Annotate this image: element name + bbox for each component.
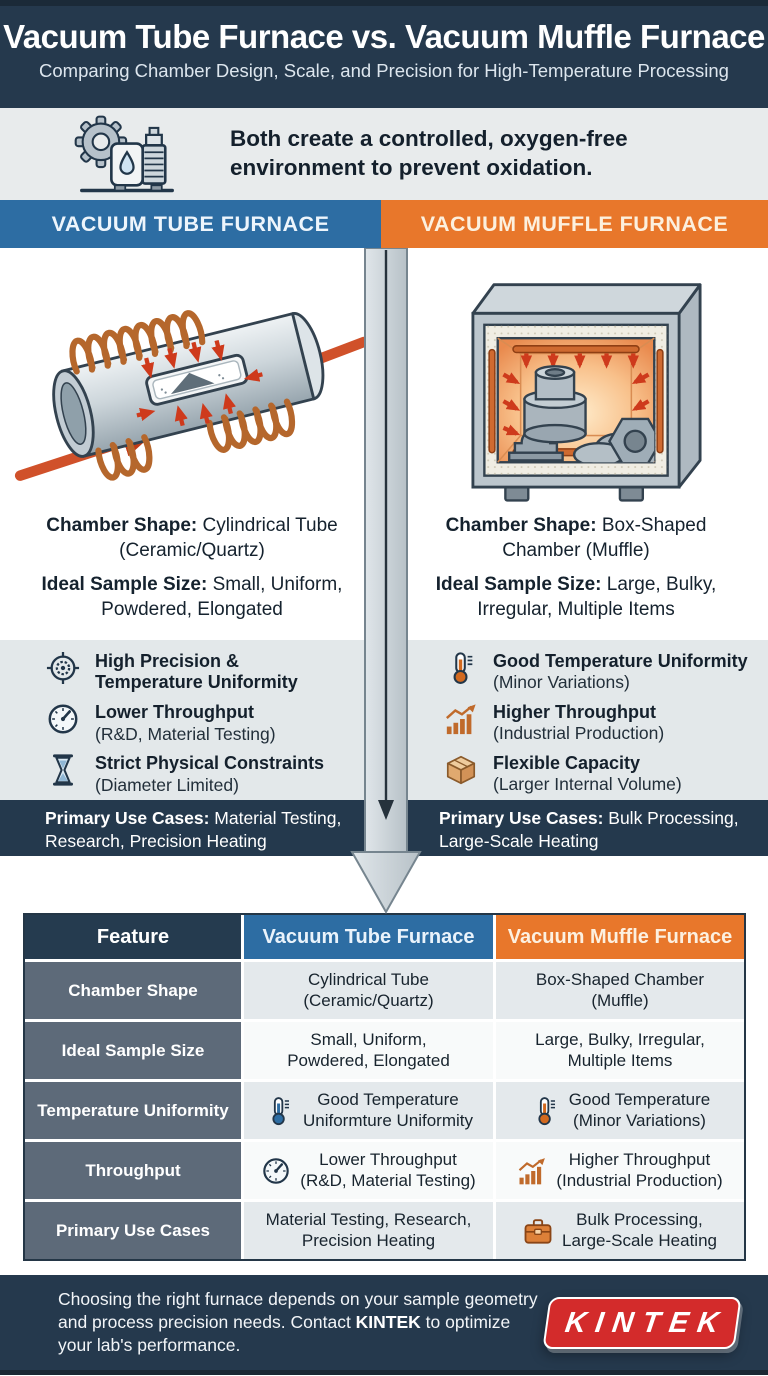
box-icon [444, 753, 478, 787]
intro-band: Both create a controlled, oxygen-free en… [0, 108, 768, 200]
table-cell: Lower Throughput (R&D, Material Testing) [244, 1142, 493, 1199]
thermometer-icon [264, 1096, 294, 1126]
comparison-table: Feature Vacuum Tube Furnace Vacuum Muffl… [23, 913, 746, 1261]
table-row-label: Chamber Shape [25, 962, 241, 1019]
footer: Choosing the right furnace depends on yo… [0, 1275, 768, 1375]
table-header-tube: Vacuum Tube Furnace [244, 915, 493, 959]
intro-text: Both create a controlled, oxygen-free en… [230, 126, 628, 180]
feature-item: Strict Physical Constraints(Diameter Lim… [46, 753, 384, 795]
kintek-logo: KINTEK [542, 1296, 742, 1349]
table-row-label: Throughput [25, 1142, 241, 1199]
table-row-label: Temperature Uniformity [25, 1082, 241, 1139]
table-cell: Bulk Processing, Large-Scale Heating [496, 1202, 744, 1259]
muffle-chamber-info: Chamber Shape: Box-Shaped Chamber (Muffl… [384, 514, 768, 623]
briefcase-icon [523, 1216, 553, 1246]
tube-sample-size: Ideal Sample Size: Small, Uniform, Powde… [41, 574, 343, 621]
growth-chart-icon [517, 1156, 547, 1186]
table-row-label: Ideal Sample Size [25, 1022, 241, 1079]
table-cell: Material Testing, Research, Precision He… [244, 1202, 493, 1259]
tube-column-header: VACUUM TUBE FURNACE [0, 200, 384, 248]
page-subtitle: Comparing Chamber Design, Scale, and Pre… [39, 60, 729, 81]
table-cell: Large, Bulky, Irregular, Multiple Items [496, 1022, 744, 1079]
gauge-icon [261, 1156, 291, 1186]
tube-chamber-info: Chamber Shape: Cylindrical Tube (Ceramic… [0, 514, 384, 623]
table-cell: Small, Uniform, Powdered, Elongated [244, 1022, 493, 1079]
muffle-column: Chamber Shape: Box-Shaped Chamber (Muffl… [384, 248, 768, 640]
thermometer-icon [530, 1096, 560, 1126]
muffle-column-header: VACUUM MUFFLE FURNACE [381, 200, 768, 248]
feature-item: Higher Throughput(Industrial Production) [444, 702, 768, 744]
gauge-icon [46, 702, 80, 736]
growth-chart-icon [444, 702, 478, 736]
table-cell: Higher Throughput (Industrial Production… [496, 1142, 744, 1199]
table-row-label: Primary Use Cases [25, 1202, 241, 1259]
table-cell: Good Temperature Uniformture Uniformity [244, 1082, 493, 1139]
table-cell: Cylindrical Tube (Ceramic/Quartz) [244, 962, 493, 1019]
header-banner: Vacuum Tube Furnace vs. Vacuum Muffle Fu… [0, 0, 768, 108]
feature-item: Flexible Capacity(Larger Internal Volume… [444, 753, 768, 795]
target-icon [46, 651, 80, 685]
tube-use-cases: Primary Use Cases: Material Testing, Res… [0, 800, 384, 856]
page-title: Vacuum Tube Furnace vs. Vacuum Muffle Fu… [3, 18, 765, 55]
table-header-feature: Feature [25, 915, 241, 959]
tube-furnace-illustration [14, 310, 370, 481]
comparison-content: Chamber Shape: Cylindrical Tube (Ceramic… [0, 248, 768, 640]
features-band: High Precision & Temperature Uniformity … [0, 640, 768, 800]
tube-features: High Precision & Temperature Uniformity … [0, 640, 384, 800]
muffle-furnace-illustration [471, 283, 702, 502]
thermometer-icon [444, 651, 478, 685]
spacer [0, 1261, 768, 1275]
tube-chamber-shape: Chamber Shape: Cylindrical Tube (Ceramic… [46, 515, 338, 561]
table-cell: Good Temperature (Minor Variations) [496, 1082, 744, 1139]
vacuum-pump-icon [74, 115, 174, 193]
tube-column: Chamber Shape: Cylindrical Tube (Ceramic… [0, 248, 384, 640]
column-headers: VACUUM TUBE FURNACE VACUUM MUFFLE FURNAC… [0, 200, 768, 248]
feature-item: Lower Throughput(R&D, Material Testing) [46, 702, 384, 744]
table-header-muffle: Vacuum Muffle Furnace [496, 915, 744, 959]
footer-text: Choosing the right furnace depends on yo… [58, 1288, 538, 1356]
feature-item: Good Temperature Uniformity(Minor Variat… [444, 651, 768, 693]
muffle-features: Good Temperature Uniformity(Minor Variat… [384, 640, 768, 800]
table-cell: Box-Shaped Chamber (Muffle) [496, 962, 744, 1019]
muffle-sample-size: Ideal Sample Size: Large, Bulky, Irregul… [435, 574, 717, 621]
feature-item: High Precision & Temperature Uniformity [46, 651, 384, 693]
hourglass-icon [46, 753, 80, 787]
muffle-chamber-shape: Chamber Shape: Box-Shaped Chamber (Muffl… [445, 515, 707, 561]
use-case-bars: Primary Use Cases: Material Testing, Res… [0, 800, 768, 856]
arrowhead-zone [0, 856, 768, 913]
muffle-use-cases: Primary Use Cases: Bulk Processing, Larg… [384, 800, 768, 856]
